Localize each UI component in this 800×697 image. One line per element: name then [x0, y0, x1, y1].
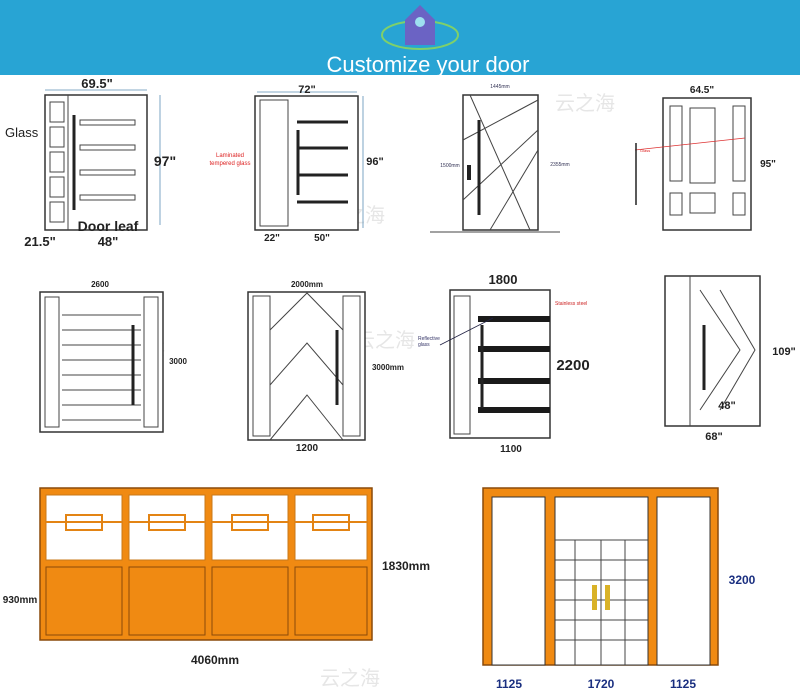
dimension-label: 1830mm — [382, 559, 430, 573]
dimension-label: 3000mm — [372, 363, 404, 372]
dimension-label: 930mm — [3, 595, 38, 606]
dimension-label: 95" — [760, 159, 776, 170]
dimension-label: 2000mm — [291, 280, 323, 289]
dimension-label: 50" — [314, 233, 330, 244]
dimension-label: 48" — [98, 234, 119, 249]
watermark: 云之海 — [555, 91, 615, 115]
door-6: 2000mm 3000mm 1200 — [247, 280, 404, 454]
dimension-label: 1125 — [496, 677, 522, 691]
dimension-label: Glass — [640, 148, 650, 153]
door-8: 109" 48" 68" — [664, 275, 796, 443]
dimension-label: Reflective — [418, 336, 440, 342]
page-title: Customize your door — [327, 52, 530, 77]
dimension-label: 3200 — [729, 573, 756, 587]
logo — [381, 5, 459, 50]
dimension-label: 1500mm — [440, 163, 459, 169]
door-3: 1445mm 1500mm 2355mm — [430, 84, 570, 233]
dimension-label: 1200 — [296, 443, 319, 454]
dimension-label: Stainless steel — [555, 301, 587, 307]
dimension-label: Laminated — [216, 153, 244, 159]
dimension-label: 3000 — [169, 357, 187, 366]
dimension-label: 1720 — [588, 677, 615, 691]
dimension-label: 1800 — [489, 272, 518, 287]
door-10: 3200 1125 1720 1125 — [482, 487, 756, 691]
header-band — [0, 0, 800, 75]
dimension-label: 1100 — [500, 444, 522, 455]
door-2: 72" 96" Laminated tempered glass 22" 50" — [209, 84, 383, 244]
dimension-label: Door leaf — [78, 218, 139, 234]
dimension-label: 97" — [154, 153, 176, 169]
door-9: 1830mm 930mm 4060mm — [3, 487, 430, 667]
door-7: 1800 2200 1100 Stainless steel Reflectiv… — [418, 272, 590, 455]
door-4: 64.5" 95" Glass — [634, 85, 776, 231]
dimension-label: tempered glass — [209, 161, 250, 167]
dimension-label: 69.5" — [81, 76, 112, 91]
watermark: 云之海 — [320, 666, 380, 690]
dimension-label: 1125 — [670, 677, 696, 691]
dimension-label: 72" — [298, 84, 315, 96]
dimension-label: 64.5" — [690, 85, 714, 96]
dimension-label: 22" — [264, 233, 280, 244]
dimension-label: 21.5" — [24, 234, 55, 249]
dimension-label: 96" — [366, 156, 383, 168]
dimension-label: glass — [418, 342, 430, 348]
dimension-label: 2200 — [556, 357, 589, 374]
dimension-label: 4060mm — [191, 653, 239, 667]
dimension-label: 2355mm — [550, 162, 569, 168]
dimension-label: Glass — [5, 125, 39, 140]
door-5: 2600 3000 — [39, 280, 187, 433]
dimension-label: 1445mm — [490, 84, 509, 90]
dimension-label: 48" — [718, 400, 735, 412]
dimension-label: 68" — [705, 431, 722, 443]
dimension-label: 2600 — [91, 280, 109, 289]
dimension-label: 109" — [772, 346, 796, 358]
door-1: 69.5" Glass 97" Door leaf 21.5" 48" — [5, 76, 176, 249]
